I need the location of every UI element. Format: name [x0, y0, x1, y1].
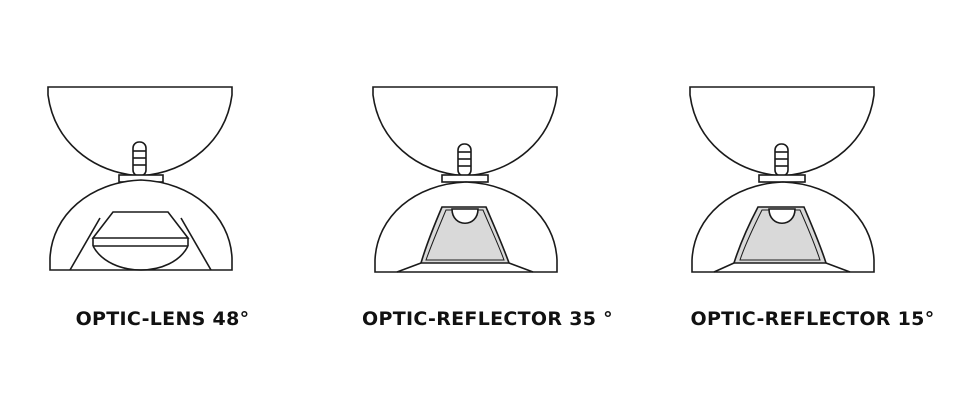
stem — [774, 143, 789, 177]
lamp-bulb — [768, 208, 796, 225]
optic-reflector-15-drawing — [689, 86, 875, 273]
lens-curve — [92, 245, 189, 271]
optic-lens-drawing — [47, 86, 233, 271]
caption-optic-lens: OPTIC-LENS 48° — [75, 308, 250, 330]
optic-reflector-35-drawing — [372, 86, 558, 273]
diagram-optic-lens: OPTIC-LENS 48° — [0, 0, 325, 416]
stem — [132, 141, 147, 177]
neck — [758, 174, 806, 183]
stem — [457, 143, 472, 177]
caption-optic-reflector-15: OPTIC-REFLECTOR 15° — [690, 308, 935, 330]
caption-optic-reflector-35: OPTIC-REFLECTOR 35 ° — [362, 308, 613, 330]
lamp-bulb — [451, 208, 479, 225]
diagram-optic-reflector-15: OPTIC-REFLECTOR 15° — [650, 0, 975, 416]
diagram-optic-reflector-35: OPTIC-REFLECTOR 35 ° — [325, 0, 650, 416]
neck — [441, 174, 489, 183]
